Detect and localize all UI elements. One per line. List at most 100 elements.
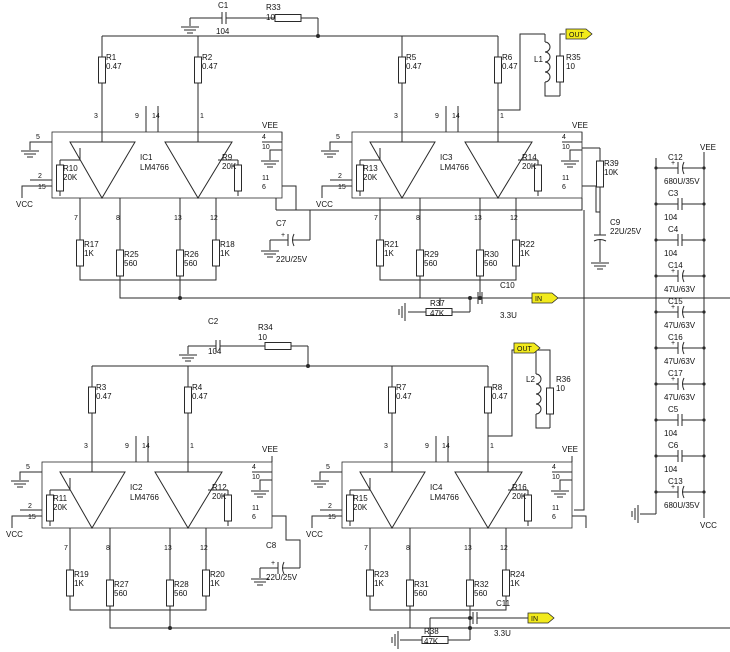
resistor-ref: R11 <box>53 494 68 503</box>
pin-number: 5 <box>26 464 30 471</box>
resistor-ref: R15 <box>353 494 368 503</box>
pin-number: 5 <box>336 134 340 141</box>
pin-number: 14 <box>442 443 450 450</box>
resistor-r8: R80.47 <box>484 382 508 418</box>
pin-number: 11 <box>262 175 269 182</box>
resistor-ref: R1 <box>106 53 117 62</box>
resistor-value: 560 <box>484 259 498 268</box>
pin-number: 13 <box>164 545 172 552</box>
net-label-vee: VEE <box>262 121 278 130</box>
capacitor-value: 104 <box>664 465 678 474</box>
pin-number: 12 <box>510 215 518 222</box>
junction-dot <box>478 296 482 300</box>
junction-dot <box>468 296 472 300</box>
ic-ref: IC3 <box>440 153 453 162</box>
wire <box>536 349 551 374</box>
capacitor-ref: C8 <box>266 541 277 550</box>
pin-number: 15 <box>38 184 46 191</box>
resistor-value: 1K <box>520 249 530 258</box>
pin-number: 8 <box>406 545 410 552</box>
capacitor-ref: C4 <box>668 225 679 234</box>
resistor-ref: R13 <box>363 164 378 173</box>
wire <box>419 278 730 299</box>
junction-dot <box>702 274 706 278</box>
ground-symbol <box>551 490 569 498</box>
wire <box>119 278 440 299</box>
ic-part: LM4766 <box>430 493 459 502</box>
net-label-vcc: VCC <box>6 530 23 539</box>
junction-dot <box>654 238 658 242</box>
resistor-value: 10 <box>556 384 565 393</box>
inductor-l2: L2 <box>526 373 542 415</box>
resistor-ref: R20 <box>210 570 225 579</box>
wire <box>21 185 52 198</box>
junction-dot <box>702 418 706 422</box>
pin-number: 6 <box>562 184 566 191</box>
pin-number: 8 <box>416 215 420 222</box>
resistor-value: 20K <box>522 162 537 171</box>
resistor-ref: R8 <box>492 383 503 392</box>
resistor-ref: R2 <box>202 53 213 62</box>
junction-dot <box>702 166 706 170</box>
resistor-value: 20K <box>512 492 527 501</box>
junction-dot <box>702 454 706 458</box>
capacitor-value: 104 <box>664 429 678 438</box>
capacitor-c6: C6 104 <box>656 441 704 474</box>
pin-number: 11 <box>252 505 259 512</box>
junction-dot <box>702 346 706 350</box>
pin-number: 13 <box>174 215 182 222</box>
junction-dot <box>316 34 320 38</box>
ic-ref: IC2 <box>130 483 143 492</box>
wire <box>582 185 597 198</box>
pin-number: 1 <box>500 113 504 120</box>
resistor-value: 0.47 <box>202 62 218 71</box>
resistor-value: 0.47 <box>396 392 412 401</box>
resistor-value: 0.47 <box>106 62 122 71</box>
resistor-value: 20K <box>212 492 227 501</box>
ground-symbol <box>251 578 269 586</box>
resistor-ref: R16 <box>512 483 527 492</box>
wire <box>319 471 342 480</box>
capacitor-ref: C16 <box>668 333 683 342</box>
output-port-top: OUT <box>565 28 593 40</box>
pin-number: 13 <box>464 545 472 552</box>
pin-number: 13 <box>474 215 482 222</box>
net-label: VEE <box>700 143 716 152</box>
ic-part: LM4766 <box>130 493 159 502</box>
wire <box>11 515 42 528</box>
net-label: VCC <box>6 530 23 539</box>
wire <box>329 141 352 150</box>
port-label: IN <box>535 296 542 303</box>
resistor-value: 1K <box>84 249 94 258</box>
input-port-bottom: IN <box>527 612 555 624</box>
resistor-value: 10K <box>604 168 619 177</box>
wire <box>544 82 560 97</box>
pin-number: 2 <box>38 173 42 180</box>
junction-dot <box>702 310 706 314</box>
capacitor-value: 104 <box>664 213 678 222</box>
resistor-ref: R17 <box>84 240 99 249</box>
resistor-ref: R9 <box>222 153 233 162</box>
capacitor-ref: C6 <box>668 441 679 450</box>
resistor-value: 47K <box>424 637 439 646</box>
pin-number: 9 <box>135 113 139 120</box>
resistor-r5: R50.47 <box>398 52 422 88</box>
ic-package-outline <box>51 131 283 199</box>
